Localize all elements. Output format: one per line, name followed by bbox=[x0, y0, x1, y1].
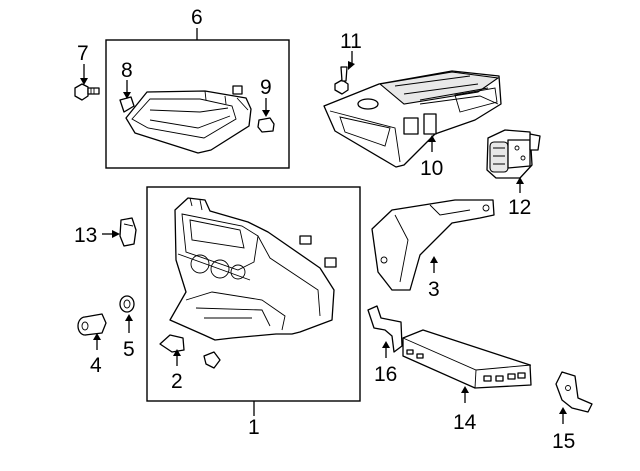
callout-1: 1 bbox=[248, 416, 260, 439]
part-2-clips bbox=[159, 334, 221, 369]
callout-10: 10 bbox=[420, 157, 443, 180]
part-11-screw bbox=[334, 66, 349, 95]
callout-4: 4 bbox=[90, 354, 102, 377]
arrow-9 bbox=[262, 110, 270, 117]
arrow-11 bbox=[348, 61, 355, 70]
part-13-cap bbox=[119, 217, 137, 247]
part-9-clip bbox=[257, 117, 275, 133]
part-5-nut bbox=[119, 295, 135, 313]
callout-11: 11 bbox=[340, 30, 362, 53]
part-1-center-console bbox=[169, 197, 337, 341]
callout-14: 14 bbox=[453, 411, 477, 434]
part-6-upper-tray bbox=[125, 85, 252, 154]
arrow-10 bbox=[428, 135, 436, 142]
callout-15: 15 bbox=[552, 430, 575, 453]
arrow-15 bbox=[559, 407, 567, 414]
callout-5: 5 bbox=[123, 338, 135, 361]
arrow-16 bbox=[382, 341, 390, 348]
callout-9: 9 bbox=[260, 76, 272, 99]
arrow-12 bbox=[516, 177, 524, 184]
part-14-module bbox=[402, 329, 532, 389]
callout-2: 2 bbox=[171, 370, 183, 393]
callout-7: 7 bbox=[77, 42, 89, 65]
part-10-control-unit bbox=[323, 70, 502, 168]
arrow-8 bbox=[123, 92, 131, 99]
part-3-bracket bbox=[371, 199, 495, 291]
callout-6: 6 bbox=[191, 6, 203, 29]
callout-8: 8 bbox=[121, 59, 133, 82]
arrow-13 bbox=[112, 230, 120, 238]
callout-16: 16 bbox=[374, 363, 397, 386]
callout-12: 12 bbox=[508, 196, 531, 219]
part-7-bolt bbox=[74, 83, 100, 101]
arrow-14 bbox=[461, 386, 469, 393]
arrow-4 bbox=[93, 333, 101, 340]
part-4-grommet bbox=[77, 313, 107, 336]
part-12-switch bbox=[486, 129, 541, 179]
callout-3: 3 bbox=[428, 278, 440, 301]
arrow-2 bbox=[173, 349, 181, 356]
part-15-hook bbox=[555, 371, 593, 413]
callout-13: 13 bbox=[74, 224, 97, 247]
arrow-5 bbox=[125, 314, 133, 321]
arrow-3 bbox=[430, 256, 438, 263]
part-16-bracket bbox=[367, 305, 403, 353]
arrow-7 bbox=[80, 78, 88, 85]
